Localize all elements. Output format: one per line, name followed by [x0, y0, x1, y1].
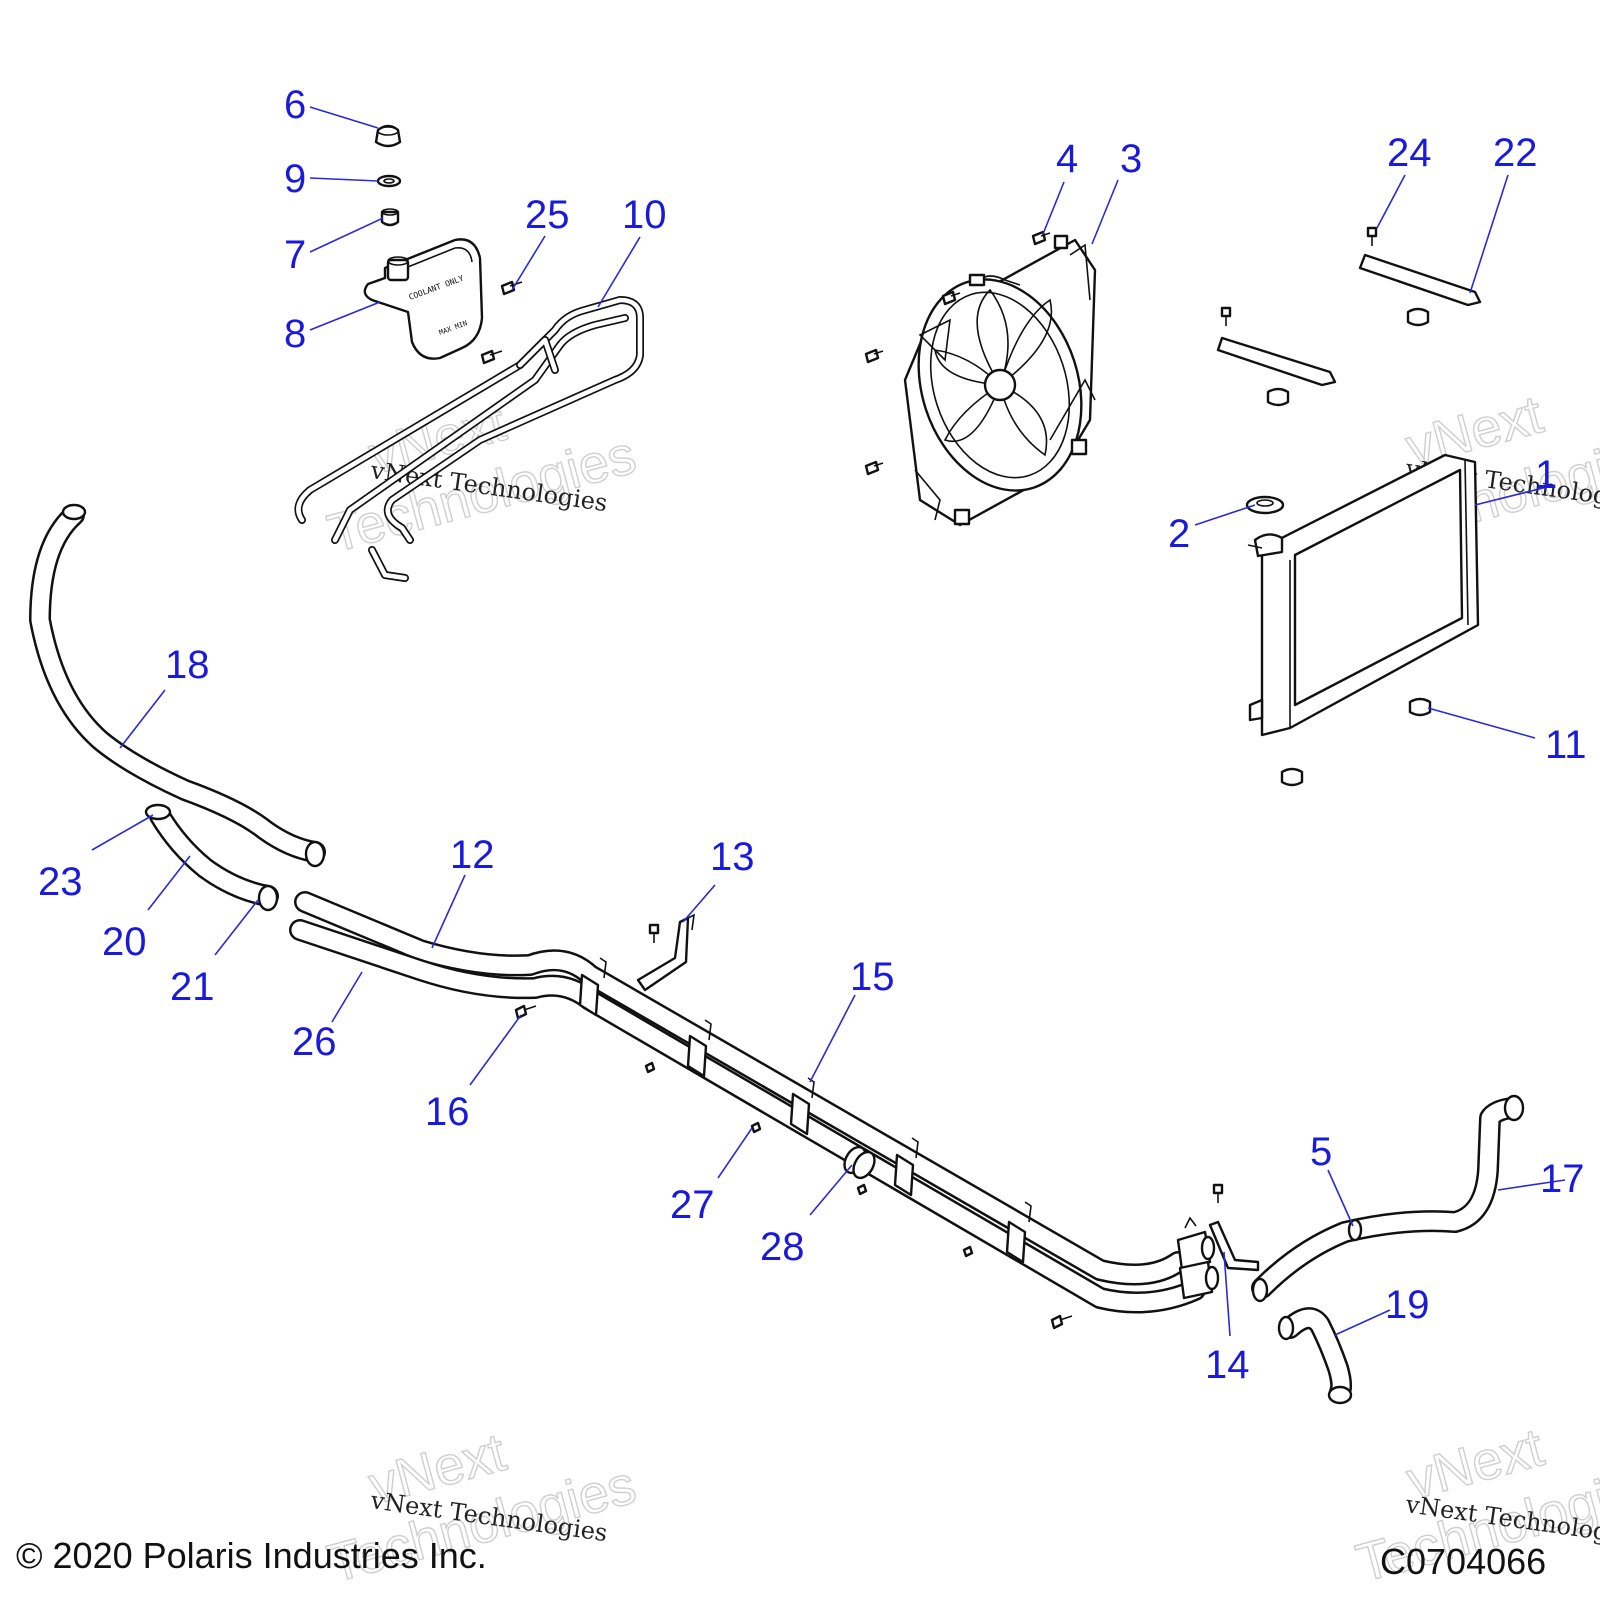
leader-lines: [91, 106, 1566, 1337]
part-28-coupler-drawing: [843, 1145, 876, 1180]
callout-25: 25: [525, 193, 570, 237]
callout-24: 24: [1387, 131, 1432, 175]
part-26-pipe-drawing: [289, 919, 1206, 1314]
part-22-bracket-drawing: [1216, 253, 1482, 407]
callout-18: 18: [165, 643, 210, 687]
part-27-screw-drawing: [644, 1061, 974, 1258]
callout-9: 9: [284, 157, 306, 201]
callout-2: 2: [1168, 512, 1190, 556]
callout-7: 7: [284, 233, 306, 277]
part-7-grommet-drawing: [380, 208, 400, 227]
part-3-fan-assembly-drawing: [903, 234, 1097, 527]
callout-5: 5: [1310, 1130, 1332, 1174]
part-16-screw-drawing: [514, 1004, 1073, 1330]
part-11-grommet-drawing: [1280, 697, 1432, 787]
callout-19: 19: [1385, 1283, 1430, 1327]
callout-22: 22: [1493, 131, 1538, 175]
part-1-radiator-drawing: [1247, 453, 1480, 737]
callout-12: 12: [450, 833, 495, 877]
callout-13: 13: [710, 835, 755, 879]
diagram-code-text: C0704066: [1380, 1541, 1546, 1582]
copyright-text: © 2020 Polaris Industries Inc.: [16, 1535, 487, 1576]
callout-17: 17: [1540, 1157, 1585, 1201]
callout-10: 10: [622, 193, 667, 237]
part-20-hose-drawing: [144, 803, 279, 912]
callout-28: 28: [760, 1225, 805, 1269]
callout-6: 6: [284, 83, 306, 127]
part-13-bracket-drawing: [636, 913, 695, 992]
part-8-reservoir-drawing: COOLANT ONLY MAX MIN: [363, 238, 484, 360]
part-18-hose-drawing: [29, 503, 326, 868]
part-4-bolt-drawing: [864, 230, 1051, 476]
callout-20: 20: [102, 920, 147, 964]
callout-11: 11: [1545, 723, 1587, 767]
part-6-cap-drawing: [374, 124, 402, 148]
part-9-oring-drawing: [376, 174, 402, 188]
callout-23: 23: [38, 860, 83, 904]
part-15-clip-drawing: [578, 957, 1032, 1264]
callout-26: 26: [292, 1020, 337, 1064]
callout-labels: 1 2 3 4 5 6 7 8 9 10 11 12 13 14 15 16 1…: [38, 83, 1587, 1387]
callout-15: 15: [850, 955, 895, 999]
part-14-bracket-drawing: [1208, 1183, 1260, 1272]
callout-8: 8: [284, 312, 306, 356]
part-2-radiator-cap-drawing: [1245, 495, 1285, 515]
part-12-pipe-drawing: [294, 891, 1189, 1286]
part-19-hose-drawing: [1277, 1307, 1353, 1405]
part-25-screw-drawing: [480, 280, 523, 365]
callout-1: 1: [1535, 453, 1557, 497]
part-24-bolt-drawing: [1220, 226, 1378, 326]
part-10-coolant-line-drawing: [294, 296, 644, 582]
part-17-hose-drawing: [1251, 1094, 1525, 1303]
callout-27: 27: [670, 1183, 715, 1227]
callout-21: 21: [170, 965, 215, 1009]
callout-3: 3: [1120, 137, 1142, 181]
callout-14: 14: [1205, 1343, 1250, 1387]
pipe-fitting-drawing: [1176, 1216, 1220, 1300]
callout-4: 4: [1056, 137, 1078, 181]
callout-16: 16: [425, 1090, 470, 1134]
